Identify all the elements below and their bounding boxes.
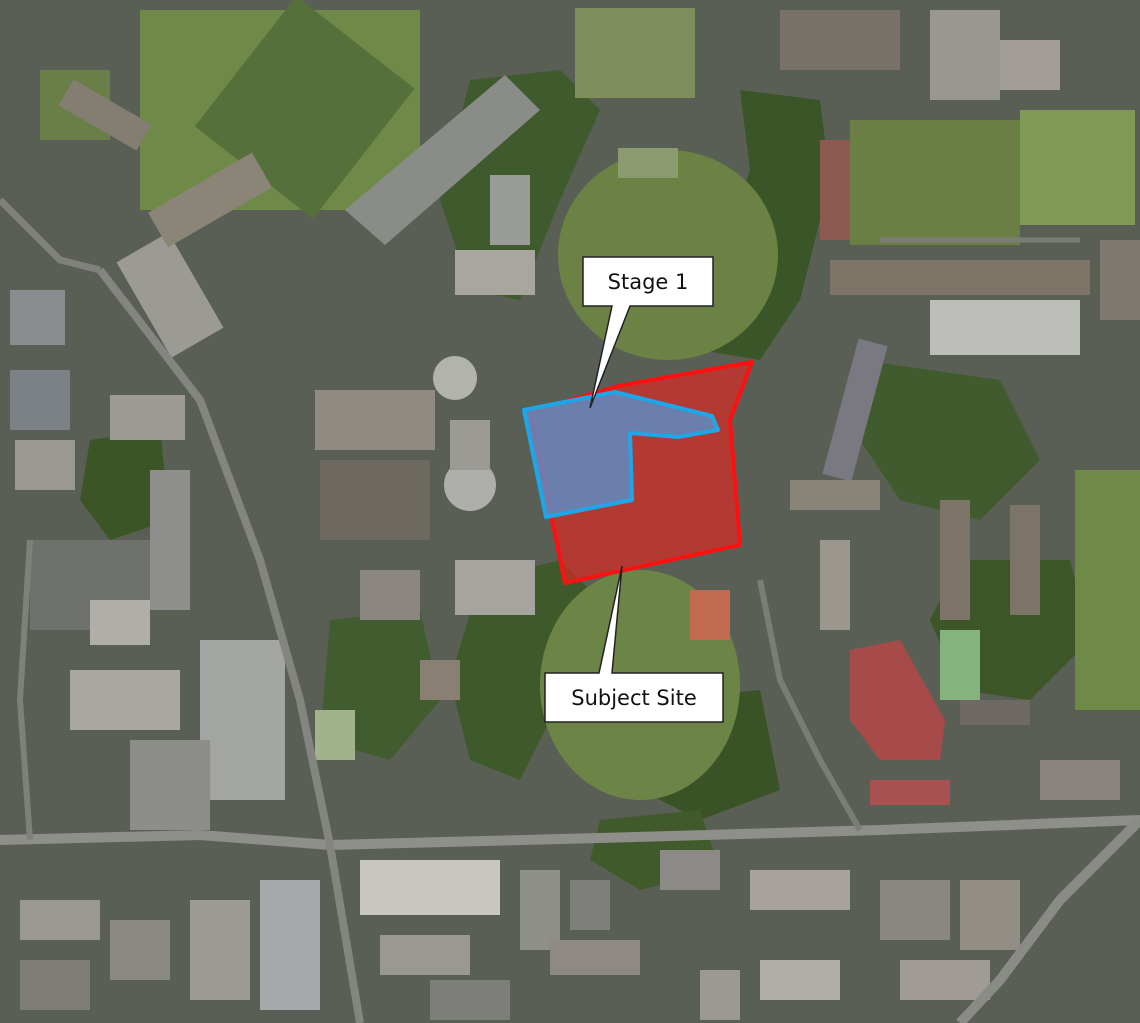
road bbox=[0, 197, 101, 274]
building bbox=[930, 300, 1080, 355]
road bbox=[16, 539, 33, 841]
stage-1-callout-box bbox=[582, 256, 714, 409]
building bbox=[315, 390, 435, 450]
building bbox=[700, 970, 740, 1020]
building bbox=[660, 850, 720, 890]
subject-site-callout: Subject Site bbox=[544, 565, 724, 723]
stage-1-boundary bbox=[522, 390, 720, 519]
building bbox=[750, 870, 850, 910]
building bbox=[70, 670, 180, 730]
building bbox=[850, 640, 945, 760]
building bbox=[1040, 760, 1120, 800]
subject-site-callout-box bbox=[544, 565, 724, 723]
building bbox=[455, 250, 535, 295]
building bbox=[1000, 40, 1060, 90]
building bbox=[444, 459, 496, 511]
building bbox=[430, 980, 510, 1020]
building bbox=[1010, 505, 1040, 615]
building bbox=[520, 870, 560, 950]
stage-1-callout: Stage 1 bbox=[582, 256, 714, 409]
building bbox=[15, 440, 75, 490]
building bbox=[20, 900, 100, 940]
subject-site-label: Subject Site bbox=[571, 686, 697, 710]
building bbox=[200, 640, 285, 800]
building bbox=[790, 480, 880, 510]
sports-field bbox=[850, 120, 1020, 245]
building bbox=[760, 960, 840, 1000]
building bbox=[190, 900, 250, 1000]
tennis-courts bbox=[1020, 110, 1135, 225]
road bbox=[956, 816, 1140, 1023]
sports-oval bbox=[558, 150, 778, 360]
building bbox=[315, 710, 355, 760]
building bbox=[490, 175, 530, 245]
building bbox=[10, 290, 65, 345]
stage-1-label: Stage 1 bbox=[608, 270, 689, 294]
building bbox=[822, 338, 888, 482]
tree-canopy bbox=[860, 360, 1040, 520]
building bbox=[110, 920, 170, 980]
sports-field bbox=[1075, 470, 1140, 710]
building bbox=[830, 260, 1090, 295]
building bbox=[1100, 240, 1140, 320]
building bbox=[870, 780, 950, 805]
building bbox=[110, 395, 185, 440]
tree-canopy bbox=[80, 430, 170, 540]
building bbox=[148, 152, 272, 248]
building bbox=[20, 960, 90, 1010]
building bbox=[690, 590, 730, 640]
road bbox=[757, 579, 863, 832]
building bbox=[345, 75, 540, 245]
cricket-pitch bbox=[618, 148, 678, 178]
building bbox=[900, 960, 990, 1000]
building bbox=[433, 356, 477, 400]
building bbox=[58, 79, 152, 151]
sports-field bbox=[575, 8, 695, 98]
building bbox=[90, 600, 150, 645]
building bbox=[380, 935, 470, 975]
road bbox=[0, 815, 1140, 851]
site-overlays bbox=[522, 360, 754, 585]
building bbox=[820, 140, 850, 240]
building bbox=[450, 420, 490, 470]
building bbox=[550, 940, 640, 975]
building bbox=[10, 370, 70, 430]
building bbox=[960, 880, 1020, 950]
building bbox=[360, 570, 420, 620]
building bbox=[420, 660, 460, 700]
building bbox=[930, 10, 1000, 100]
road bbox=[96, 267, 364, 1023]
building bbox=[455, 560, 535, 615]
building bbox=[360, 860, 500, 915]
building bbox=[570, 880, 610, 930]
building bbox=[940, 630, 980, 700]
building bbox=[130, 740, 210, 830]
building bbox=[940, 500, 970, 620]
building bbox=[150, 470, 190, 610]
building bbox=[880, 880, 950, 940]
building bbox=[320, 460, 430, 540]
building bbox=[116, 232, 224, 358]
building bbox=[260, 880, 320, 1010]
building bbox=[960, 700, 1030, 725]
building bbox=[780, 10, 900, 70]
building bbox=[820, 540, 850, 630]
